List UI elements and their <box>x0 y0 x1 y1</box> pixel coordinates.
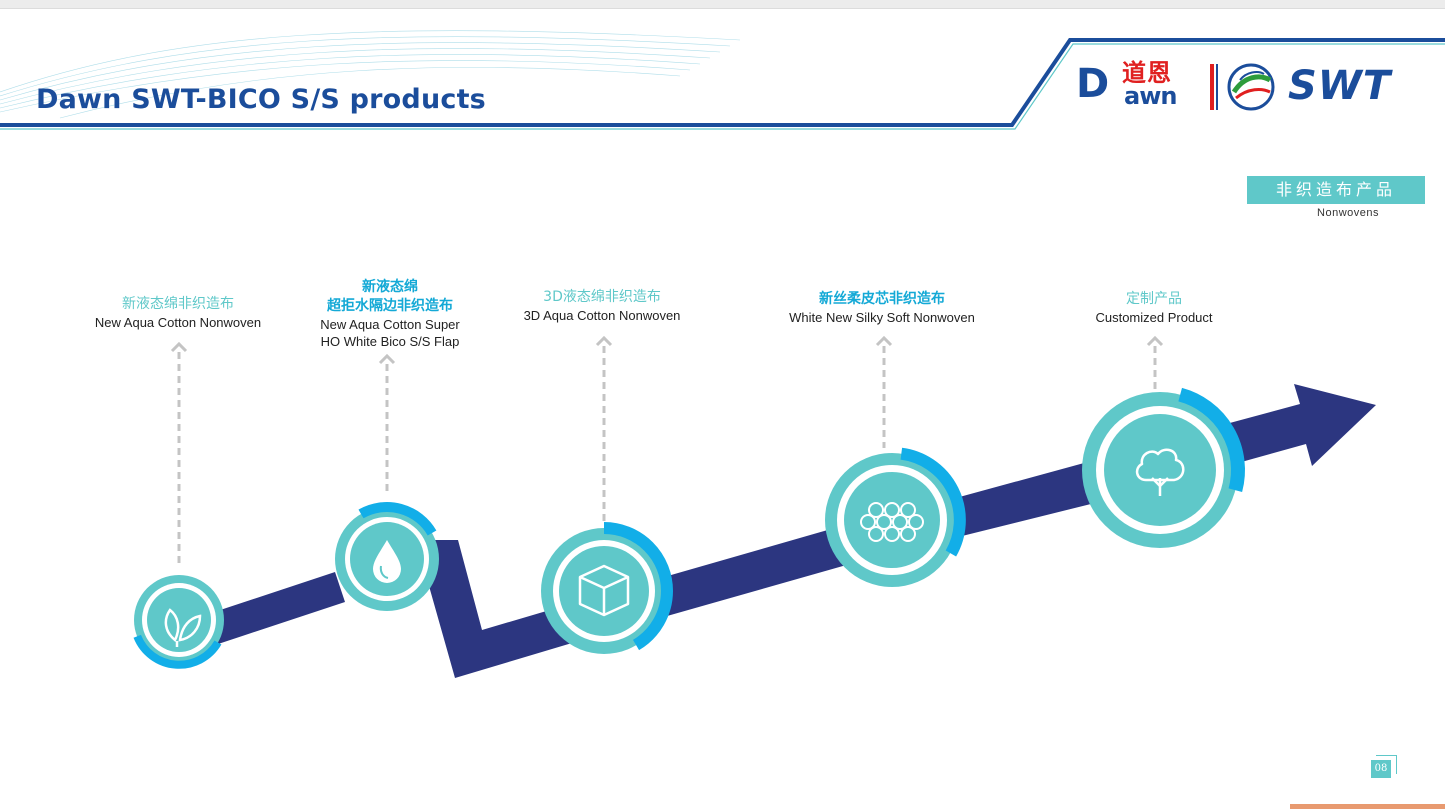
bottom-accent-strip <box>1290 804 1445 809</box>
swt-globe-icon <box>1227 63 1275 111</box>
category-badge-subtitle: Nonwovens <box>1317 207 1379 219</box>
connector-arrowheads <box>170 335 1164 365</box>
step-5-english: Customized Product <box>1095 310 1213 325</box>
step-5-chinese: 定制产品 <box>1126 291 1182 307</box>
logo-chinese-name: 道恩 <box>1122 59 1172 87</box>
step-circle-1-arc <box>133 634 222 669</box>
step-2-english-line1: New Aqua Cotton Super <box>320 317 460 332</box>
page-number: 08 <box>1371 760 1391 778</box>
step-circle-1 <box>134 575 224 665</box>
step-2-chinese-line2: 超拒水隔边非织造布 <box>327 298 453 314</box>
step-4-chinese: 新丝柔皮芯非织造布 <box>819 291 945 307</box>
company-logo: D 道恩 awn SWT <box>1070 58 1430 116</box>
step-label-5: 定制产品 Customized Product <box>1074 290 1234 326</box>
connectors <box>177 346 1157 568</box>
step-label-4: 新丝柔皮芯非织造布 White New Silky Soft Nonwoven <box>782 290 982 326</box>
logo-divider-red <box>1210 64 1214 110</box>
category-badge: 非织造布产品 <box>1247 176 1425 204</box>
step-4-english: White New Silky Soft Nonwoven <box>789 310 975 325</box>
header-rule <box>0 38 1445 127</box>
page-title: Dawn SWT-BICO S/S products <box>36 84 486 115</box>
step-1-english: New Aqua Cotton Nonwoven <box>94 315 262 330</box>
cube-icon <box>578 564 630 617</box>
step-label-1: 新液态绵非织造布 New Aqua Cotton Nonwoven <box>78 295 278 331</box>
logo-swt-text: SWT <box>1288 63 1392 109</box>
step-2-chinese-line1: 新液态绵 <box>362 279 418 295</box>
step-label-2: 新液态绵 超拒水隔边非织造布 New Aqua Cotton Super HO … <box>290 278 490 350</box>
cotton-tree-icon <box>1135 448 1185 496</box>
step-label-3: 3D液态绵非织造布 3D Aqua Cotton Nonwoven <box>512 288 692 324</box>
logo-dawn-initial: D <box>1076 61 1110 107</box>
header-rule-thin <box>0 43 1445 130</box>
step-circle-2 <box>335 502 439 611</box>
step-1-chinese: 新液态绵非织造布 <box>122 296 234 312</box>
fibers-icon <box>860 502 924 542</box>
step-circle-4 <box>825 447 966 587</box>
water-drop-icon <box>373 540 401 583</box>
page-number-frame <box>1376 755 1397 774</box>
leaf-icon <box>164 608 202 647</box>
logo-divider-blue <box>1216 64 1218 110</box>
window-top-strip <box>0 0 1445 9</box>
step-3-english: 3D Aqua Cotton Nonwoven <box>523 308 681 323</box>
step-3-chinese: 3D液态绵非织造布 <box>543 289 661 305</box>
step-circle-5 <box>1082 387 1245 548</box>
header-wave-decoration <box>0 30 741 119</box>
step-circle-3 <box>541 522 674 654</box>
logo-dawn-text: awn <box>1124 82 1177 110</box>
step-2-english-line2: HO White Bico S/S Flap <box>320 334 460 349</box>
